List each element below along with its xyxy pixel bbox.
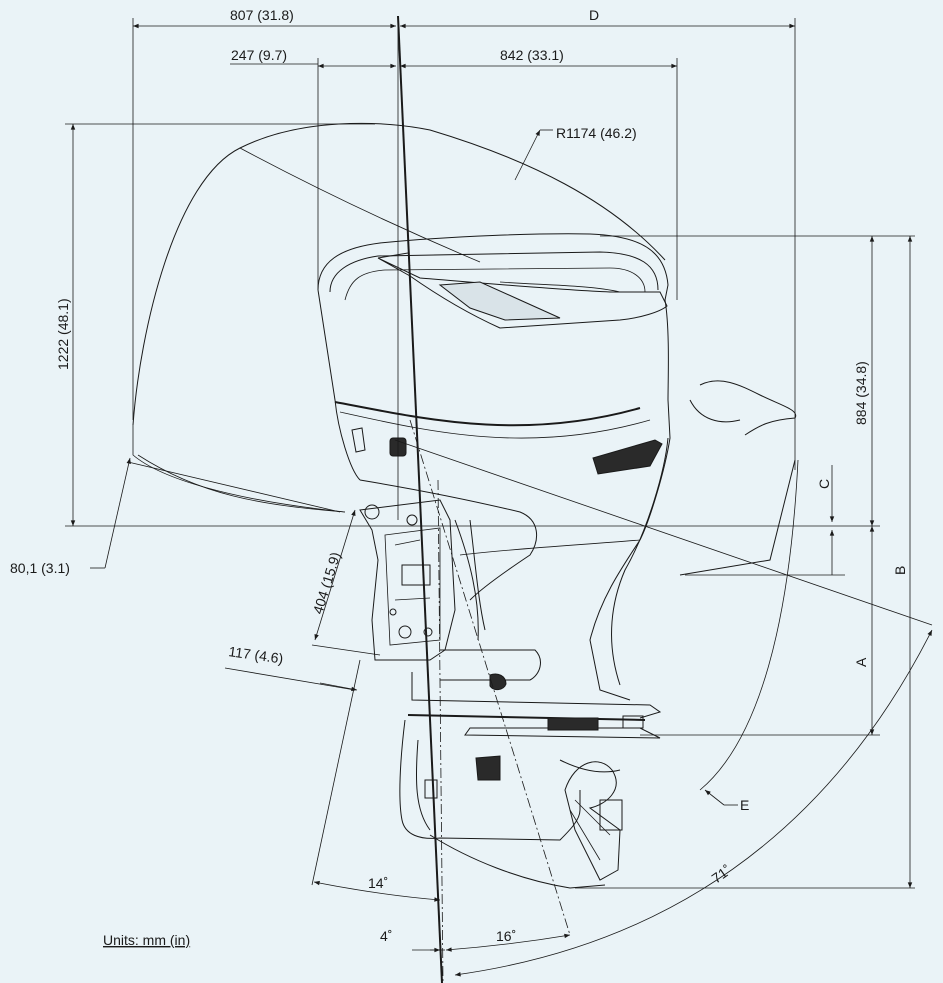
angle-14-label: 14˚ (368, 875, 388, 891)
reference-lines (127, 15, 933, 983)
tilted-cowling-outline (132, 122, 666, 426)
dim-404-label: 404 (15.9) (310, 550, 344, 616)
dim-884-label: 884 (34.8) (853, 361, 869, 425)
main-cowling-outline (317, 233, 671, 541)
radius-label: R1174 (46.2) (556, 125, 637, 141)
units-note: Units: mm (in) (103, 932, 190, 948)
outboard-engine-outline (132, 122, 797, 889)
dim-A-label: A (853, 657, 869, 667)
dimension-labels: 807 (31.8) D 247 (9.7) 842 (33.1) R1174 … (10, 7, 908, 948)
dim-842-label: 842 (33.1) (500, 47, 564, 63)
dim-117-label: 117 (4.6) (228, 643, 285, 666)
propeller (564, 761, 621, 881)
side-intake (592, 439, 663, 475)
dim-B-label: B (892, 566, 908, 575)
dim-E-label: E (740, 797, 749, 813)
anti-ventilation-plate (411, 672, 662, 719)
dimension-lines (65, 18, 933, 977)
dim-807-label: 807 (31.8) (230, 7, 294, 23)
dim-C-label: C (816, 479, 832, 489)
clamp-bracket (359, 499, 456, 661)
dim-D-label: D (589, 7, 599, 23)
dim-80-label: 80,1 (3.1) (10, 560, 70, 576)
dim-1222-label: 1222 (48.1) (55, 298, 71, 370)
cowling-vent (377, 257, 668, 329)
dim-247-label: 247 (9.7) (231, 47, 287, 63)
angle-4-label: 4˚ (380, 928, 392, 944)
angle-16-label: 16˚ (496, 928, 516, 944)
